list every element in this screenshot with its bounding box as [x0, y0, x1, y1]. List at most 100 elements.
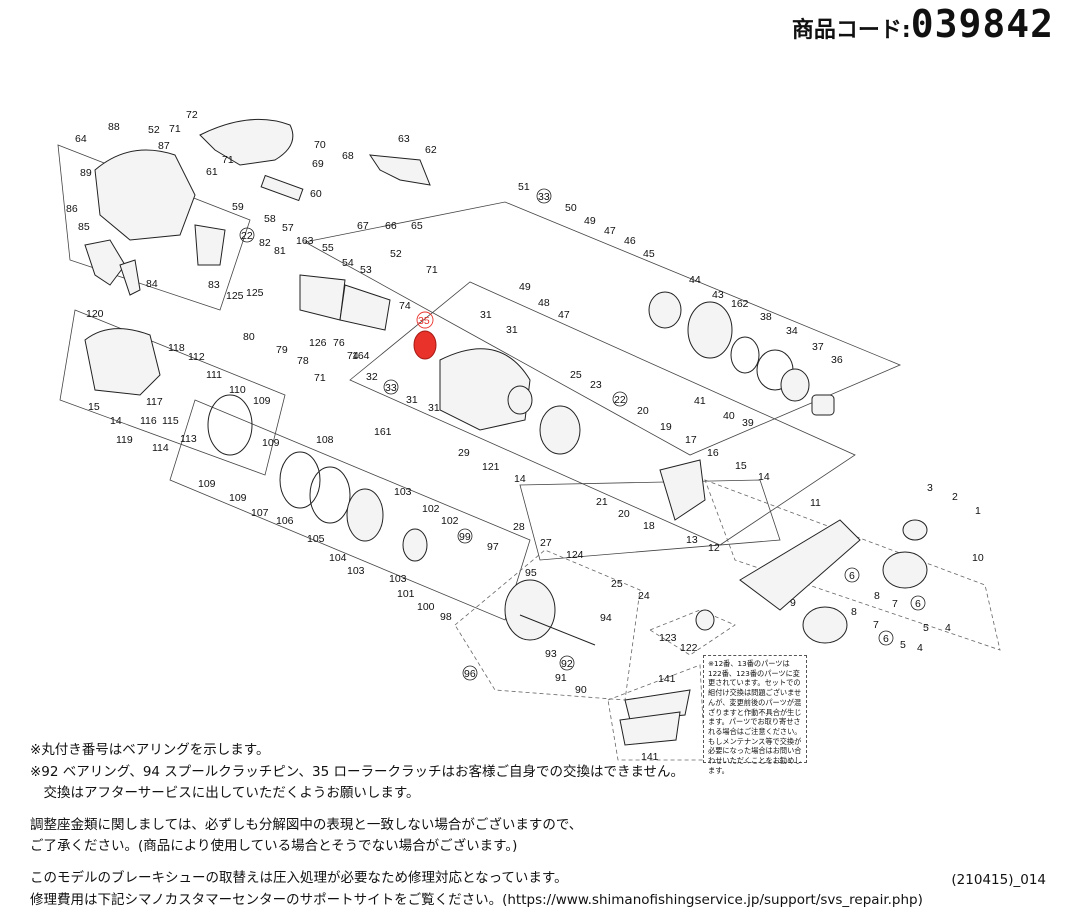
label-49a: 49 — [584, 215, 596, 227]
label-58: 58 — [264, 213, 276, 225]
label-53: 53 — [360, 264, 372, 276]
label-65: 65 — [411, 220, 423, 232]
label-106: 106 — [276, 515, 294, 527]
part-106-oring — [279, 451, 321, 509]
part-141-shoe-b — [619, 711, 681, 746]
label-14c: 14 — [758, 471, 770, 483]
frame-handle — [704, 479, 1001, 651]
label-29: 29 — [458, 447, 470, 459]
label-102a: 102 — [422, 503, 440, 515]
label-17: 17 — [685, 434, 697, 446]
part-93-spool-shaft — [519, 614, 596, 646]
part-35-roller-clutch — [413, 330, 437, 360]
label-19: 19 — [660, 421, 672, 433]
label-117: 117 — [146, 396, 163, 408]
label-109d: 109 — [229, 492, 247, 504]
label-121: 121 — [482, 461, 500, 473]
label-63: 63 — [398, 133, 410, 145]
label-2: 2 — [952, 491, 958, 503]
label-62: 62 — [425, 144, 437, 156]
part-63-lever — [368, 154, 431, 186]
label-120: 120 — [86, 308, 104, 320]
part-74-block — [339, 284, 391, 331]
label-124: 124 — [566, 549, 584, 561]
label-37: 37 — [812, 341, 824, 353]
label-23: 23 — [590, 379, 602, 391]
product-code-label: 商品コード: — [791, 18, 911, 43]
label-98: 98 — [440, 611, 452, 623]
label-32: 32 — [366, 371, 378, 383]
label-60: 60 — [310, 188, 322, 200]
label-15b: 15 — [735, 460, 747, 472]
label-25a: 25 — [570, 369, 582, 381]
label-72: 72 — [186, 109, 198, 121]
label-125b: 125 — [246, 287, 264, 299]
bearing-circle-33b — [383, 379, 399, 395]
label-119: 119 — [116, 434, 133, 446]
note-line-7: 修理費用は下記シマノカスタマーセンターのサポートサイトをご覧ください。(http… — [30, 891, 923, 908]
label-22a: 22 — [241, 230, 253, 242]
label-4a: 4 — [945, 622, 951, 634]
part-23-pinion — [539, 405, 581, 455]
label-12: 12 — [708, 542, 720, 554]
part-11-handle-arm — [739, 519, 861, 611]
label-24: 24 — [638, 590, 650, 602]
label-44: 44 — [689, 274, 701, 286]
part-110-ring — [207, 394, 253, 456]
label-161: 161 — [374, 426, 392, 438]
label-103b: 103 — [347, 565, 365, 577]
label-103c: 103 — [389, 573, 407, 585]
label-64: 64 — [75, 133, 87, 145]
label-111: 111 — [206, 369, 222, 381]
label-14a: 14 — [110, 415, 122, 427]
label-74b: 74 — [347, 350, 359, 362]
label-74a: 74 — [399, 300, 411, 312]
label-40: 40 — [723, 410, 735, 422]
label-8a: 8 — [874, 590, 880, 602]
label-33b: 33 — [385, 382, 397, 394]
label-4b: 4 — [917, 642, 923, 654]
label-55: 55 — [322, 242, 334, 254]
label-47b: 47 — [558, 309, 570, 321]
part-122-gear — [695, 609, 715, 631]
label-109c: 109 — [198, 478, 216, 490]
label-97: 97 — [487, 541, 499, 553]
label-35: 35 — [418, 315, 430, 327]
label-68: 68 — [342, 150, 354, 162]
label-49b: 49 — [519, 281, 531, 293]
label-43: 43 — [712, 289, 724, 301]
label-83: 83 — [208, 279, 220, 291]
part-70-frame-bar — [199, 118, 294, 166]
label-31d: 31 — [428, 402, 440, 414]
label-52b: 52 — [390, 248, 402, 260]
note-line-5: ご了承ください。(商品により使用している場合とそうでない場合がございます。) — [30, 838, 518, 855]
part-8-knob — [802, 606, 848, 644]
part-64-frame — [94, 149, 196, 241]
label-14b: 14 — [514, 473, 526, 485]
label-54: 54 — [342, 257, 354, 269]
label-5a: 5 — [923, 622, 929, 634]
part-120-sideplate — [84, 328, 161, 396]
label-5b: 5 — [900, 639, 906, 651]
label-88: 88 — [108, 121, 120, 133]
frame-spool — [454, 549, 641, 701]
frame-side-plate — [59, 309, 286, 476]
bearing-circle-6b — [910, 595, 926, 611]
bearing-circle-6c — [878, 630, 894, 646]
note-line-1: ※丸付き番号はベアリングを示します。 — [30, 742, 270, 758]
part-10-knob — [882, 551, 928, 589]
frame-brake — [169, 399, 531, 621]
label-7a: 7 — [892, 598, 898, 610]
label-9: 9 — [790, 597, 796, 609]
bearing-circle-6a — [844, 567, 860, 583]
label-108: 108 — [316, 434, 334, 446]
label-94: 94 — [600, 612, 612, 624]
label-110: 110 — [229, 384, 246, 396]
label-112: 112 — [188, 351, 205, 363]
label-86: 86 — [66, 203, 78, 215]
label-21: 21 — [596, 496, 608, 508]
label-67: 67 — [357, 220, 369, 232]
label-31b: 31 — [506, 324, 518, 336]
label-95: 95 — [525, 567, 537, 579]
product-code-header: 商品コード: 039842 — [792, 2, 1054, 46]
